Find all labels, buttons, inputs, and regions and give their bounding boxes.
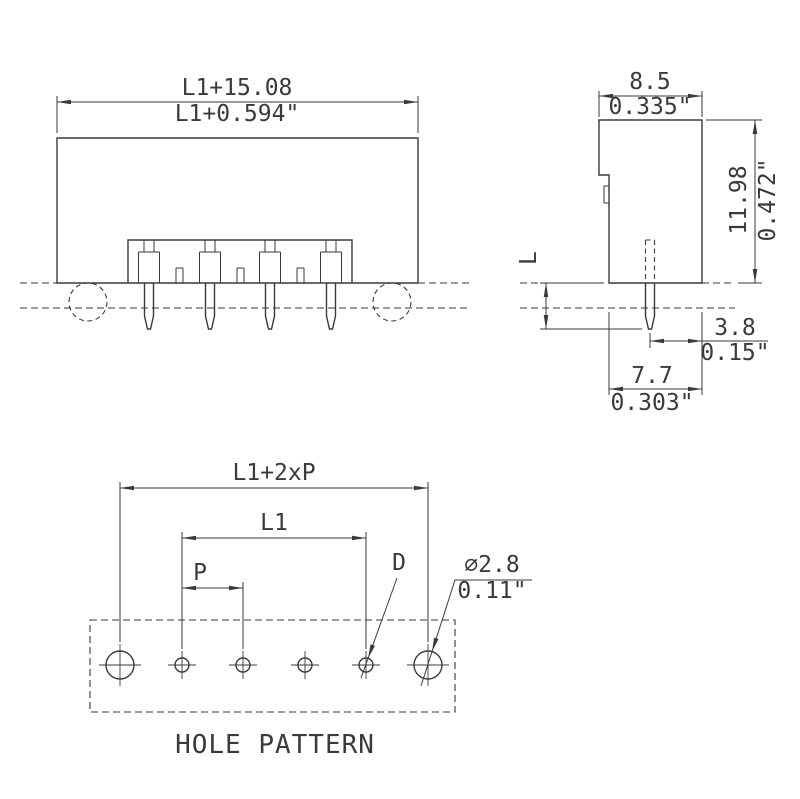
pin-hole-diameter-label: D [392, 550, 406, 576]
side-bottom-dimension-lines [608, 312, 702, 395]
side-depth-bottom-in-label: 0.303" [610, 390, 693, 416]
dimension-arrow [688, 338, 702, 344]
hole-pattern-extension-lines [119, 482, 429, 649]
dimension-arrow [404, 99, 418, 105]
body-bottom-recess [127, 239, 353, 283]
pcb-outline-side [520, 282, 735, 309]
dimension-arrow [752, 269, 758, 283]
dimension-arrow [182, 585, 196, 591]
dimension-arrow [688, 93, 702, 99]
peg-circle-left [68, 282, 108, 322]
front-view: L1+15.08 L1+0.594" [20, 75, 470, 330]
side-view: 8.5 0.335" 11.98 0.472" L 3.8 0.15" 7.7 … [516, 69, 781, 416]
pin-hole-leader-line [360, 577, 398, 679]
l1-dimension-label: L1 [260, 510, 288, 536]
dimension-arrow [543, 315, 549, 329]
peg-circle-right [372, 282, 412, 322]
hole-pattern-view: L1+2xP L1 P D ⌀2.8 0.11" HOLE PATTERN [89, 460, 532, 760]
peg-hole-in-label: 0.11" [457, 578, 526, 604]
board-outline-dashed [89, 619, 456, 713]
dimension-arrow [120, 485, 134, 491]
dimension-arrow [609, 386, 623, 392]
side-pin-offset-in-label: 0.15" [700, 340, 769, 366]
side-height-mm-label: 11.98 [726, 165, 752, 234]
side-pin-offset-dimension-lines [649, 312, 768, 395]
pitch-dimension-label: P [193, 560, 207, 586]
dimension-arrow [352, 535, 366, 541]
side-latch-detail [603, 185, 609, 204]
front-width-mm-label: L1+15.08 [182, 75, 293, 101]
front-width-in-label: L1+0.594" [175, 101, 300, 127]
connector-body-outline [56, 137, 419, 284]
dimension-arrow [57, 99, 71, 105]
side-pin-offset-mm-label: 3.8 [714, 315, 756, 341]
dimension-arrow [543, 283, 549, 297]
side-depth-top-in-label: 0.335" [608, 94, 691, 120]
front-width-dimension-lines [56, 96, 419, 133]
dimension-arrow [752, 120, 758, 134]
leader-arrow [368, 644, 375, 659]
pcb-outline-front [20, 282, 470, 309]
dimension-arrow [182, 535, 196, 541]
pin-support-blocks [138, 240, 342, 283]
side-pin-length-dimension-lines [540, 282, 642, 330]
side-depth-top-mm-label: 8.5 [629, 69, 671, 95]
overall-dimension-label: L1+2xP [232, 460, 315, 486]
hole-pattern-caption: HOLE PATTERN [175, 730, 375, 760]
peg-hole-mm-label: ⌀2.8 [464, 552, 519, 578]
hole-centerlines [99, 644, 449, 686]
solder-pins [143, 283, 337, 330]
dimension-arrow [229, 585, 243, 591]
leader-arrow [432, 637, 439, 652]
dimension-arrow [688, 386, 702, 392]
side-body-outline [598, 119, 703, 284]
side-pin-length-label: L [516, 251, 542, 265]
side-solder-pin [644, 283, 656, 330]
side-height-dimension-lines [706, 119, 762, 284]
side-height-in-label: 0.472" [755, 158, 781, 241]
dimension-arrow [650, 338, 664, 344]
dimension-arrow [414, 485, 428, 491]
dimension-arrow [599, 93, 613, 99]
side-depth-bottom-mm-label: 7.7 [631, 363, 673, 389]
side-pin-hidden [644, 239, 656, 283]
side-top-dimension-lines [598, 91, 703, 117]
